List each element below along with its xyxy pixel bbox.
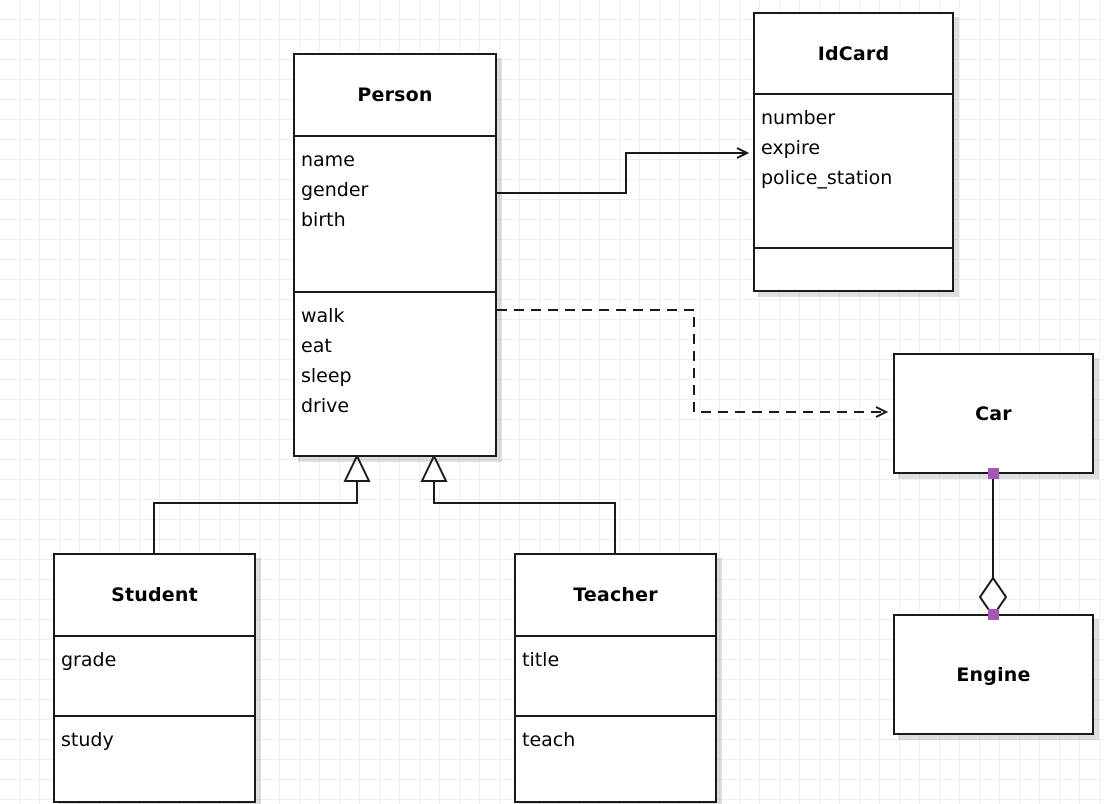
edge-car-engine xyxy=(978,474,1008,618)
class-name-idcard: IdCard xyxy=(817,42,890,65)
operation-item: walk xyxy=(301,304,345,327)
class-title-compartment: Student xyxy=(55,555,254,635)
operation-item: teach xyxy=(522,729,576,751)
class-operations-compartment: teach xyxy=(516,715,715,801)
class-title-compartment: Person xyxy=(295,55,495,135)
class-box-person[interactable]: Person name gender birth walk eat sleep … xyxy=(293,53,497,457)
class-attributes-compartment: title xyxy=(516,635,715,715)
class-attributes-compartment: number expire police_station xyxy=(755,93,952,247)
edge-handle-car-end[interactable] xyxy=(988,468,999,479)
edge-person-idcard xyxy=(497,147,750,194)
operation-item: sleep xyxy=(301,364,352,387)
class-name-student: Student xyxy=(111,584,198,606)
attribute-item: title xyxy=(522,649,560,671)
attribute-item: expire xyxy=(761,137,821,160)
attribute-item: gender xyxy=(301,178,369,201)
class-attributes-compartment: grade xyxy=(55,635,254,715)
class-attributes-compartment: name gender birth xyxy=(295,134,495,291)
attribute-item: birth xyxy=(301,208,346,231)
class-name-engine: Engine xyxy=(956,663,1031,686)
attribute-item: police_station xyxy=(761,167,893,190)
class-box-student[interactable]: Student grade study xyxy=(53,553,256,803)
operation-item: eat xyxy=(301,334,332,357)
operation-item: drive xyxy=(301,394,350,417)
class-name-car: Car xyxy=(975,402,1012,425)
edge-handle-engine-end[interactable] xyxy=(988,609,999,620)
class-title-compartment: IdCard xyxy=(755,14,952,93)
class-box-car[interactable]: Car xyxy=(893,353,1094,474)
class-box-idcard[interactable]: IdCard number expire police_station xyxy=(753,12,954,292)
class-title-compartment: Engine xyxy=(895,616,1092,733)
attribute-item: number xyxy=(761,107,836,130)
class-operations-compartment xyxy=(755,247,952,290)
edge-teacher-person xyxy=(420,453,616,553)
class-box-teacher[interactable]: Teacher title teach xyxy=(514,553,717,803)
edge-student-person xyxy=(153,453,371,553)
edge-person-car xyxy=(497,309,889,418)
class-name-teacher: Teacher xyxy=(573,584,658,606)
class-operations-compartment: study xyxy=(55,715,254,801)
class-box-engine[interactable]: Engine xyxy=(893,614,1094,735)
class-name-person: Person xyxy=(357,83,433,106)
operation-item: study xyxy=(61,729,114,751)
class-operations-compartment: walk eat sleep drive xyxy=(295,290,495,455)
class-title-compartment: Teacher xyxy=(516,555,715,635)
class-title-compartment: Car xyxy=(895,355,1092,472)
attribute-item: grade xyxy=(61,649,117,671)
attribute-item: name xyxy=(301,148,355,171)
